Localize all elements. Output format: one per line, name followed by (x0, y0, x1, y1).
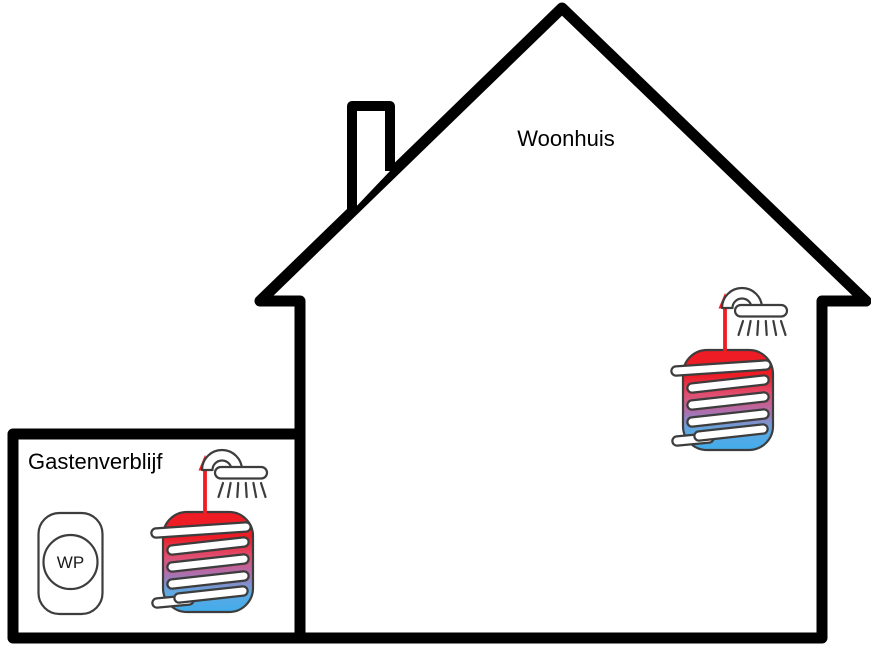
shower-icon (720, 286, 789, 337)
coil-icon (150, 521, 252, 609)
hot-water-unit-gastenverblijf (150, 448, 269, 614)
shower-icon (200, 448, 269, 499)
shower-head (213, 465, 269, 480)
boiler-icon (150, 510, 255, 614)
shower-head (733, 303, 789, 318)
heat-pump-label: WP (57, 553, 84, 572)
shower-spray (737, 319, 787, 337)
gastenverblijf-outline (7, 428, 300, 644)
boiler-icon (670, 348, 775, 452)
gastenverblijf-label: Gastenverblijf (28, 449, 163, 474)
shower-spray (217, 481, 267, 499)
heat-pump-unit: WP (37, 511, 104, 616)
woonhuis-outline (254, 2, 871, 644)
coil-icon (670, 359, 772, 447)
woonhuis-label: Woonhuis (517, 126, 614, 151)
chimney (347, 101, 395, 211)
heat-pump-circle-icon (42, 533, 99, 591)
hot-water-unit-woonhuis (670, 286, 789, 452)
